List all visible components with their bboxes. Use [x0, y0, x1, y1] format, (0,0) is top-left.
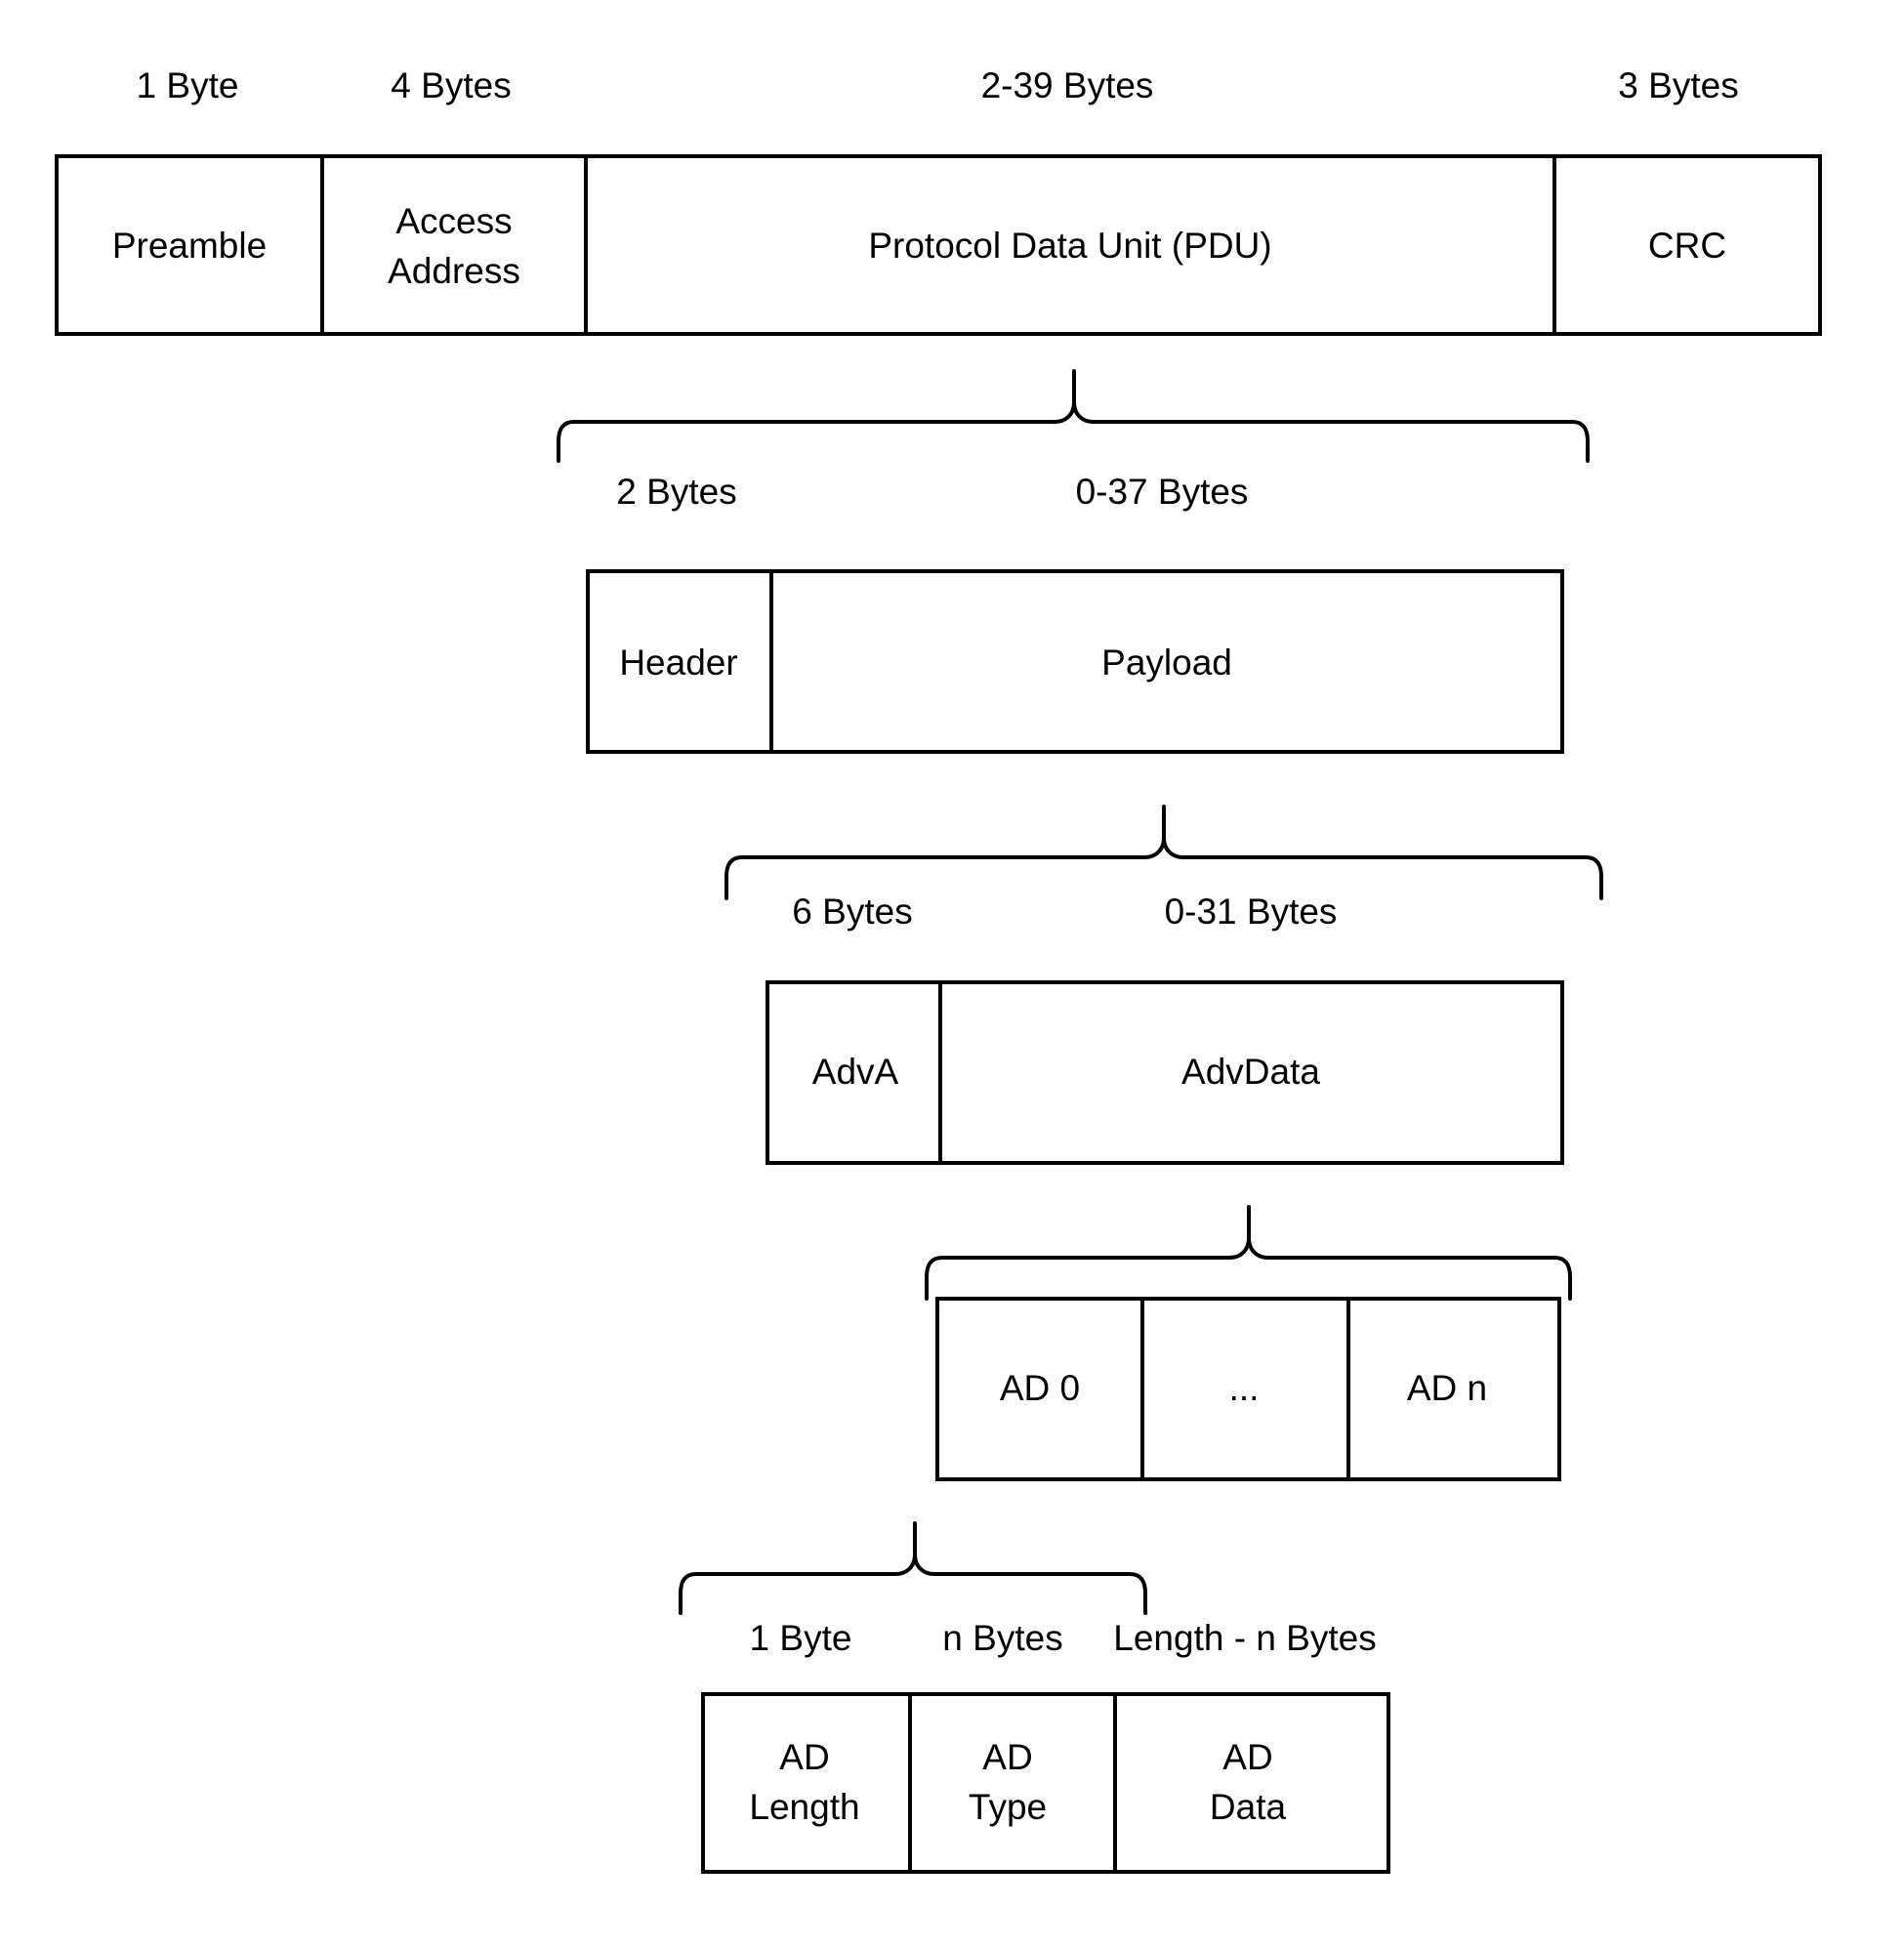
row-link-layer-packet: 1 Byte 4 Bytes 2-39 Bytes 3 Bytes Preamb… — [55, 65, 1822, 336]
size-label-payload: 0-37 Bytes — [1076, 472, 1249, 512]
size-label-advdata: 0-31 Bytes — [1165, 891, 1338, 932]
field-label-advdata: AdvData — [1181, 1052, 1320, 1092]
size-label-preamble: 1 Byte — [137, 65, 239, 105]
size-label-ad-length: 1 Byte — [750, 1618, 852, 1658]
ad-structure-box — [701, 1692, 1390, 1874]
size-label-ad-type: n Bytes — [942, 1618, 1062, 1658]
brace-pdu — [557, 369, 1590, 463]
field-label-ad-0: AD 0 — [1000, 1368, 1080, 1408]
payload-box — [766, 980, 1564, 1165]
field-label-adva: AdvA — [812, 1052, 899, 1092]
size-label-crc: 3 Bytes — [1618, 65, 1738, 105]
field-label-access-address-line2: Address — [388, 251, 520, 291]
size-label-adva: 6 Bytes — [792, 891, 912, 932]
field-label-crc: CRC — [1648, 226, 1726, 266]
field-label-ad-type-line1: AD — [982, 1737, 1032, 1777]
field-label-ad-length-line1: AD — [779, 1737, 829, 1777]
advdata-box — [935, 1297, 1561, 1481]
field-label-ad-data-line1: AD — [1222, 1737, 1272, 1777]
field-label-preamble: Preamble — [112, 226, 267, 266]
size-label-pdu: 2-39 Bytes — [981, 65, 1154, 105]
brace-advdata — [925, 1205, 1572, 1301]
field-label-access-address-line1: Access — [395, 201, 512, 241]
row-ad-structure: 1 Byte n Bytes Length - n Bytes AD Lengt… — [701, 1618, 1390, 1874]
field-label-ad-n: AD n — [1407, 1368, 1487, 1408]
field-label-pdu: Protocol Data Unit (PDU) — [868, 226, 1271, 266]
size-label-access-address: 4 Bytes — [391, 65, 511, 105]
pdu-box — [586, 569, 1564, 754]
row-pdu: 2 Bytes 0-37 Bytes Header Payload — [586, 472, 1564, 754]
field-label-ad-data-line2: Data — [1210, 1787, 1287, 1827]
link-layer-packet-box — [55, 154, 1822, 336]
field-label-ad-ellipsis: ... — [1229, 1368, 1260, 1408]
size-label-ad-data: Length - n Bytes — [1113, 1618, 1376, 1658]
field-label-ad-type-line2: Type — [969, 1787, 1047, 1827]
field-label-header: Header — [619, 642, 737, 683]
field-label-payload: Payload — [1101, 642, 1232, 683]
brace-payload — [724, 805, 1603, 900]
row-payload: 6 Bytes 0-31 Bytes AdvA AdvData — [766, 891, 1564, 1165]
field-label-ad-length-line2: Length — [749, 1787, 859, 1827]
size-label-header: 2 Bytes — [616, 472, 736, 512]
brace-ad — [679, 1521, 1147, 1615]
row-advdata: AD 0 ... AD n — [935, 1297, 1561, 1481]
